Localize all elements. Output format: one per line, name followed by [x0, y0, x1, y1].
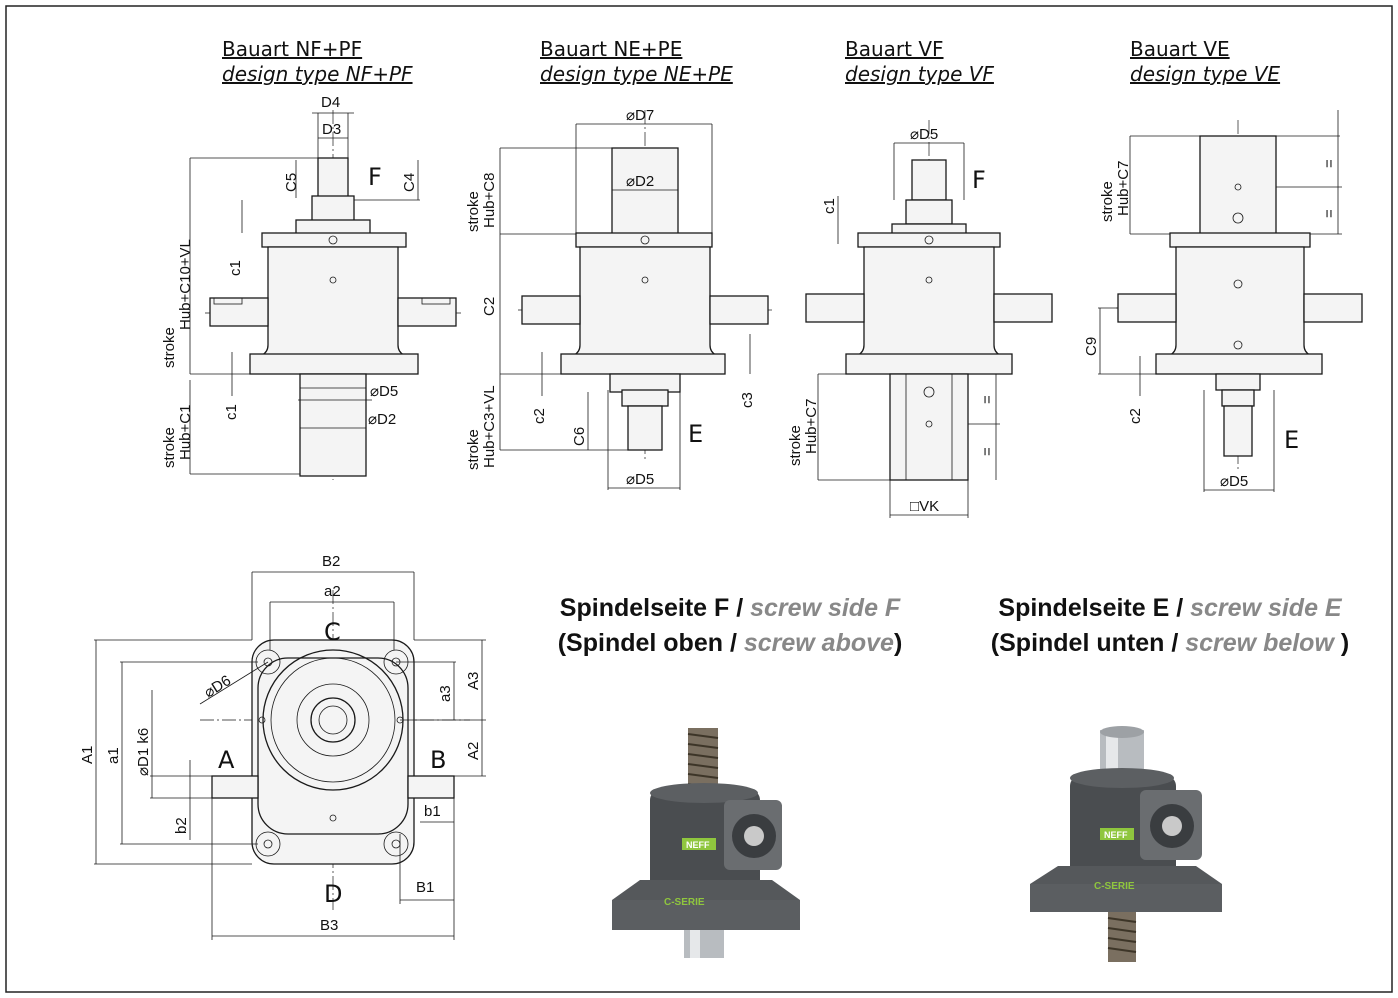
svg-text:b1: b1 [424, 803, 441, 820]
svg-text:stroke: stroke [465, 191, 482, 232]
svg-text:D4: D4 [321, 94, 340, 111]
svg-text:=: = [979, 395, 996, 404]
svg-text:D3: D3 [322, 121, 341, 138]
svg-text:⌀D5: ⌀D5 [626, 471, 654, 488]
svg-text:design type VF: design type VF [845, 62, 994, 86]
svg-text:E: E [1284, 426, 1299, 454]
series-label: C-SERIE [1094, 881, 1135, 892]
svg-text:c1: c1 [223, 404, 240, 420]
neff-logo: NEFF [1104, 830, 1128, 840]
svg-text:A2: A2 [465, 742, 482, 760]
svg-text:C2: C2 [481, 297, 498, 316]
svg-text:a1: a1 [105, 747, 122, 764]
heading-screw-side-e: Spindelseite E / screw side E (Spindel u… [990, 594, 1350, 657]
svg-text:⌀D5: ⌀D5 [910, 126, 938, 143]
svg-text:C9: C9 [1083, 337, 1100, 356]
svg-text:F: F [368, 163, 382, 191]
svg-text:Hub+C7: Hub+C7 [803, 399, 820, 454]
title-ne-pe: Bauart NE+PE design type NE+PE [540, 37, 733, 86]
product-image-screw-below: NEFF C-SERIE [1030, 726, 1222, 962]
svg-text:stroke: stroke [787, 425, 804, 466]
title-vf: Bauart VF design type VF [845, 37, 994, 86]
svg-text:stroke: stroke [161, 327, 178, 368]
neff-logo: NEFF [686, 840, 710, 850]
svg-text:E: E [688, 420, 703, 448]
svg-text:□VK: □VK [910, 498, 939, 515]
svg-text:Bauart VE: Bauart VE [1130, 37, 1230, 61]
svg-text:B2: B2 [322, 553, 340, 570]
view-ve: stroke Hub+C7 = = C9 c2 E ⌀D5 [1083, 110, 1363, 492]
view-ne-pe: ⌀D7 ⌀D2 stroke Hub+C8 C2 stroke Hub+C3+V… [465, 107, 772, 490]
svg-text:Hub+C7: Hub+C7 [1115, 161, 1132, 216]
svg-text:stroke: stroke [1099, 181, 1116, 222]
svg-text:B: B [430, 746, 446, 774]
svg-text:a2: a2 [324, 583, 341, 600]
svg-text:c2: c2 [1127, 408, 1144, 424]
svg-text:A1: A1 [79, 746, 96, 764]
svg-text:design type NF+PF: design type NF+PF [222, 62, 413, 86]
svg-text:C5: C5 [283, 173, 300, 192]
svg-text:B1: B1 [416, 879, 434, 896]
svg-text:C: C [324, 618, 341, 646]
svg-text:c3: c3 [739, 392, 756, 408]
series-label: C-SERIE [664, 897, 705, 908]
svg-text:⌀D2: ⌀D2 [626, 173, 654, 190]
svg-text:C4: C4 [401, 173, 418, 192]
svg-text:=: = [979, 447, 996, 456]
svg-text:⌀D5: ⌀D5 [370, 383, 398, 400]
svg-text:b2: b2 [173, 817, 190, 834]
svg-text:A3: A3 [465, 672, 482, 690]
product-image-screw-above: NEFF C-SERIE [612, 728, 800, 958]
svg-text:Hub+C8: Hub+C8 [481, 173, 498, 228]
svg-text:D: D [324, 880, 342, 908]
svg-text:=: = [1321, 209, 1338, 218]
svg-text:⌀D5: ⌀D5 [1220, 473, 1248, 490]
view-vf: ⌀D5 F c1 stroke Hub+C7 = = □VK [787, 120, 1053, 518]
svg-text:stroke: stroke [161, 427, 178, 468]
plan-view: C D A B B2 a2 A1 a1 ⌀D1 k6 b2 ⌀D6 [79, 553, 486, 940]
svg-text:⌀D1 k6: ⌀D1 k6 [135, 728, 152, 776]
svg-text:⌀D2: ⌀D2 [368, 411, 396, 428]
svg-text:design type NE+PE: design type NE+PE [540, 62, 733, 86]
svg-text:F: F [972, 166, 986, 194]
svg-text:C6: C6 [571, 427, 588, 446]
heading-screw-side-f: Spindelseite F / screw side F (Spindel o… [557, 594, 903, 657]
svg-text:design type VE: design type VE [1130, 62, 1280, 86]
sheet-border [5, 5, 1393, 993]
svg-text:Bauart NF+PF: Bauart NF+PF [222, 37, 362, 61]
svg-text:c1: c1 [227, 260, 244, 276]
svg-text:Hub+C3+VL: Hub+C3+VL [481, 385, 498, 468]
svg-text:⌀D6: ⌀D6 [201, 672, 234, 701]
svg-text:stroke: stroke [465, 429, 482, 470]
svg-text:a3: a3 [437, 685, 454, 702]
view-nf-pf: D4 D3 F stroke Hub+C10+VL C5 C4 c1 c1 st… [161, 94, 462, 480]
svg-text:Hub+C1: Hub+C1 [177, 405, 194, 460]
title-ve: Bauart VE design type VE [1130, 37, 1280, 86]
svg-text:c1: c1 [821, 198, 838, 214]
svg-text:Bauart VF: Bauart VF [845, 37, 944, 61]
svg-text:B3: B3 [320, 917, 338, 934]
svg-text:c2: c2 [531, 408, 548, 424]
svg-text:A: A [218, 746, 235, 774]
svg-text:⌀D7: ⌀D7 [626, 107, 654, 124]
title-nf-pf: Bauart NF+PF design type NF+PF [222, 37, 413, 86]
svg-text:Bauart NE+PE: Bauart NE+PE [540, 37, 682, 61]
svg-text:Hub+C10+VL: Hub+C10+VL [177, 239, 194, 330]
svg-text:=: = [1321, 159, 1338, 168]
